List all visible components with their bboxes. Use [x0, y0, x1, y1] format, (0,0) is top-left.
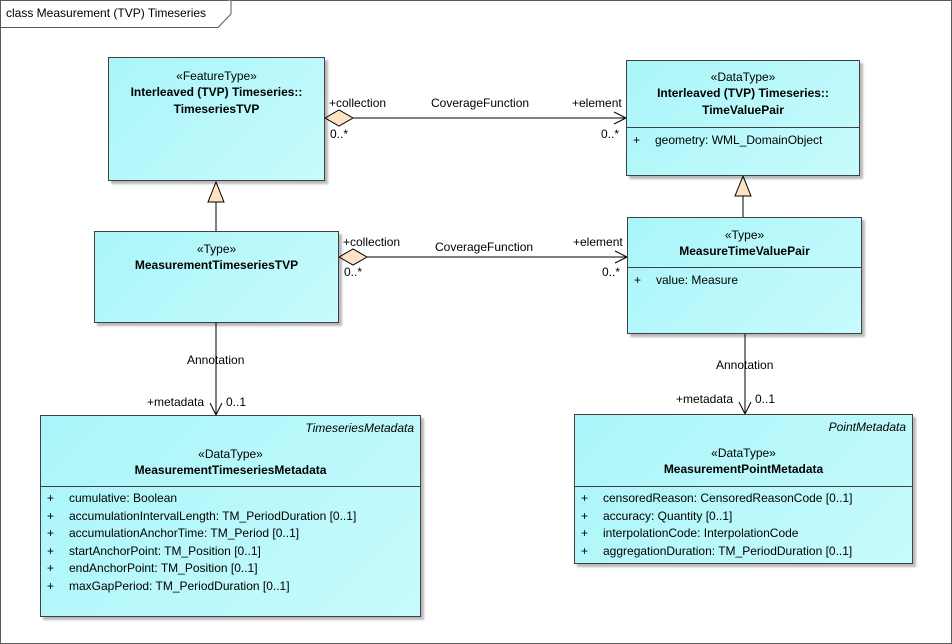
attribute-visibility: +	[47, 508, 55, 523]
top-aggregation-diamond	[323, 109, 355, 127]
attribute-text: censoredReason: CensoredReasonCode [0..1…	[603, 491, 853, 505]
attribute-visibility: +	[633, 133, 641, 147]
class-attribute: + startAnchorPoint: TM_Position [0..1]	[41, 543, 420, 561]
middle-source-multiplicity: 0..*	[344, 265, 363, 279]
class-attribute: + geometry: WML_DomainObject	[627, 132, 859, 150]
class-attribute: + censoredReason: CensoredReasonCode [0..…	[575, 490, 912, 508]
attribute-text: accumulationAnchorTime: TM_Period [0..1]	[69, 526, 300, 540]
class-name: Interleaved (TVP) Timeseries::	[130, 85, 303, 99]
class-attribute: + endAnchorPoint: TM_Position [0..1]	[41, 560, 420, 578]
class-stereotype: «Type»	[196, 242, 237, 256]
top-target-role: +element	[572, 96, 622, 110]
attribute-visibility: +	[47, 543, 55, 558]
attribute-text: value: Measure	[656, 273, 739, 287]
attribute-visibility: +	[581, 526, 589, 540]
class-stereotype: «DataType»	[198, 447, 263, 461]
class-name: MeasurementPointMetadata	[663, 462, 824, 476]
attribute-visibility: +	[47, 578, 55, 593]
attribute-text: accuracy: Quantity [0..1]	[603, 508, 733, 523]
attribute-visibility: +	[47, 491, 55, 505]
class-stereotype: «DataType»	[711, 446, 776, 460]
attribute-visibility: +	[581, 491, 589, 505]
class-name: MeasurementTimeseriesTVP	[134, 258, 299, 272]
attribute-visibility: +	[47, 526, 55, 540]
attribute-visibility: +	[47, 561, 55, 575]
attribute-text: interpolationCode: InterpolationCode	[603, 526, 799, 540]
attribute-text: cumulative: Boolean	[69, 491, 178, 505]
class-attribute: + accumulationAnchorTime: TM_Period [0..1…	[41, 525, 420, 543]
middle-aggregation-diamond	[337, 248, 369, 266]
class-stereotype: «FeatureType»	[176, 69, 257, 83]
class-measure-time-value-pair[interactable]: «Type» MeasureTimeValuePair + value: Mea…	[627, 217, 862, 334]
class-name: Interleaved (TVP) Timeseries::	[657, 86, 829, 100]
left-generalization-triangle	[207, 180, 225, 203]
attribute-text: accumulationIntervalLength: TM_PeriodDur…	[69, 508, 357, 523]
class-tagged-value: TimeseriesMetadata	[305, 421, 414, 435]
attribute-text: startAnchorPoint: TM_Position [0..1]	[69, 543, 261, 558]
attribute-text: geometry: WML_DomainObject	[655, 133, 823, 147]
left-annotation-role: +metadata	[147, 395, 205, 409]
top-source-role: +collection	[329, 96, 387, 110]
attribute-text: endAnchorPoint: TM_Position [0..1]	[69, 561, 258, 575]
middle-target-role: +element	[573, 235, 623, 249]
class-tagged-value: PointMetadata	[828, 420, 906, 434]
class-measurement-timeseries-tvp[interactable]: «Type» MeasurementTimeseriesTVP	[94, 231, 339, 323]
right-annotation-role: +metadata	[676, 392, 734, 406]
attribute-text: maxGapPeriod: TM_PeriodDuration [0..1]	[69, 578, 290, 593]
left-annotation-multiplicity: 0..1	[226, 395, 247, 409]
right-annotation-multiplicity: 0..1	[755, 392, 776, 406]
diagram-title: class Measurement (TVP) Timeseries	[6, 6, 207, 20]
attribute-text: aggregationDuration: TM_PeriodDuration […	[603, 543, 853, 558]
class-attribute: + maxGapPeriod: TM_PeriodDuration [0..1]	[41, 578, 420, 596]
class-measurement-point-metadata[interactable]: PointMetadata «DataType» MeasurementPoin…	[574, 414, 913, 564]
top-target-multiplicity: 0..*	[601, 127, 620, 141]
class-name: MeasureTimeValuePair	[679, 244, 810, 258]
class-timeseries-tvp[interactable]: «FeatureType» Interleaved (TVP) Timeseri…	[108, 57, 325, 181]
top-association-name: CoverageFunction	[431, 96, 530, 110]
title-tab-outline	[0, 0, 232, 28]
class-attribute: + value: Measure	[628, 272, 861, 290]
class-attribute: + aggregationDuration: TM_PeriodDuration …	[575, 543, 912, 561]
attribute-visibility: +	[634, 273, 642, 287]
middle-source-role: +collection	[343, 235, 401, 249]
right-annotation-name: Annotation	[716, 358, 774, 372]
class-stereotype: «DataType»	[710, 70, 776, 84]
left-annotation-name: Annotation	[187, 353, 245, 367]
right-generalization-triangle	[734, 174, 752, 197]
class-attribute: + accuracy: Quantity [0..1]	[575, 508, 912, 526]
class-name: TimeValuePair	[702, 103, 784, 117]
middle-target-multiplicity: 0..*	[602, 265, 621, 279]
attribute-visibility: +	[581, 543, 589, 558]
class-attribute: + accumulationIntervalLength: TM_PeriodDu…	[41, 508, 420, 526]
class-attribute: + interpolationCode: InterpolationCode	[575, 525, 912, 543]
middle-association-name: CoverageFunction	[435, 240, 534, 254]
attribute-visibility: +	[581, 508, 589, 523]
class-name: MeasurementTimeseriesMetadata	[134, 463, 327, 477]
class-name: TimeseriesTVP	[173, 102, 260, 116]
class-attribute: + cumulative: Boolean	[41, 490, 420, 508]
top-source-multiplicity: 0..*	[330, 127, 349, 141]
class-time-value-pair[interactable]: «DataType» Interleaved (TVP) Timeseries:…	[626, 60, 860, 176]
class-measurement-timeseries-metadata[interactable]: TimeseriesMetadata «DataType» Measuremen…	[40, 415, 421, 617]
class-stereotype: «Type»	[724, 228, 765, 242]
